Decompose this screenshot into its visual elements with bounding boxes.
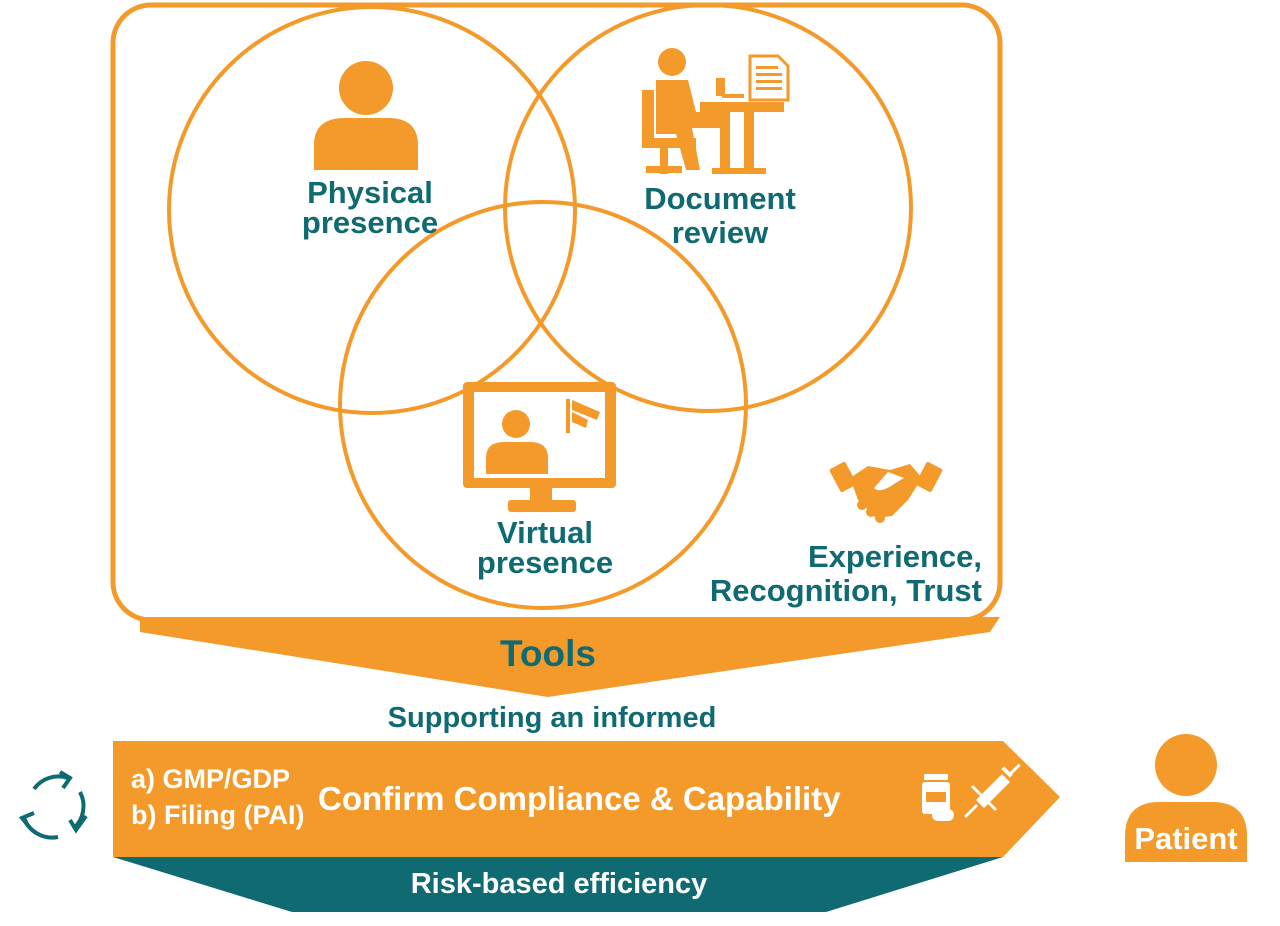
monitor-camera-icon (463, 382, 616, 512)
desk-worker-icon (642, 48, 790, 174)
syringe-icon (964, 763, 1021, 818)
virtual-line2: presence (476, 545, 614, 580)
document-review-label: Document review (610, 182, 830, 250)
compliance-banner (113, 741, 1060, 857)
document-line1: Document (644, 181, 796, 216)
tools-funnel (140, 617, 1000, 697)
physical-presence-circle (167, 5, 577, 415)
virtual-line1: Virtual (497, 515, 593, 550)
trust-line1: Experience, (807, 539, 982, 574)
physical-line1: Physical (307, 175, 433, 210)
tools-label: Tools (500, 633, 596, 674)
risk-bar (113, 857, 1003, 912)
supporting-text: Supporting an informed (387, 702, 717, 734)
banner-main-label: Confirm Compliance & Capability (318, 780, 841, 817)
banner-item-a: a) GMP/GDP (131, 764, 291, 794)
document-line2: review (671, 215, 769, 250)
banner-item-b: b) Filing (PAI) (131, 800, 305, 830)
patient-icon (1125, 734, 1247, 862)
trust-line2: Recognition, Trust (709, 573, 982, 608)
virtual-presence-label: Virtual presence (440, 515, 650, 580)
person-icon (314, 61, 418, 170)
physical-presence-label: Physical presence (270, 175, 470, 240)
virtual-presence-circle (338, 200, 748, 610)
pill-bottle-icon (922, 774, 954, 821)
handshake-icon (829, 462, 943, 523)
physical-line2: presence (301, 205, 439, 240)
trust-label: Experience, Recognition, Trust (710, 540, 982, 608)
document-review-circle (503, 3, 913, 413)
risk-label: Risk-based efficiency (410, 868, 708, 900)
patient-label: Patient (1134, 821, 1238, 856)
refresh-cycle-icon (18, 770, 88, 840)
